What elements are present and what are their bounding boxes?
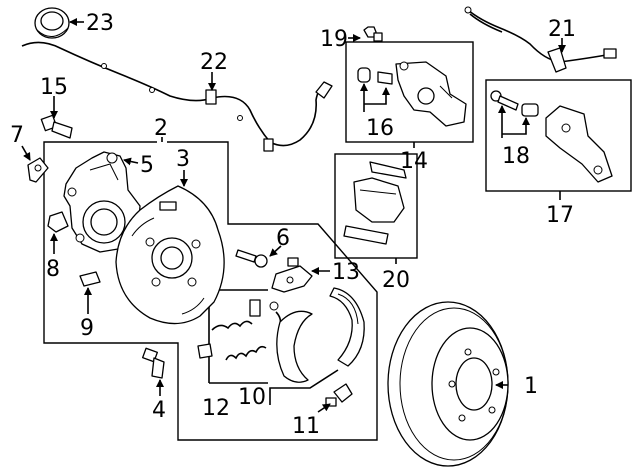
park-brake-lever-part-13 [271,257,313,293]
callout-5: 5 [140,153,154,178]
guide-pins-part-18 [490,90,539,117]
callout-14: 14 [400,149,428,174]
bolt-part-19 [363,26,383,42]
callout-1: 1 [524,374,538,399]
bolt-part-4 [142,347,165,379]
callout-18: 18 [502,144,530,169]
caliper-bracket-part-17 [545,105,613,183]
callout-19: 19 [320,27,348,52]
bleeder-part-11 [325,383,353,407]
callout-7: 7 [10,123,24,148]
bolt-part-15 [40,114,73,139]
callout-2: 2 [154,116,168,141]
leader-lines [21,18,566,413]
callout-3: 3 [176,147,190,172]
knuckle-part-5 [63,151,141,253]
callout-8: 8 [46,257,60,282]
callout-4: 4 [152,398,166,423]
callout-labels: 23 19 21 22 15 7 2 5 3 6 13 8 9 4 12 10 … [10,11,576,439]
caliper-bracket-group-box-17 [485,79,632,192]
callout-9: 9 [80,316,94,341]
callout-17: 17 [546,203,574,228]
callout-10: 10 [238,385,266,410]
callout-11: 11 [292,414,320,439]
callout-21: 21 [548,17,576,42]
caliper-pins-part-16 [357,67,393,85]
abs-sensor-harness-part-22 [21,41,333,152]
callout-12: 12 [202,396,230,421]
bracket-clip-part-7 [27,157,49,183]
brake-rotor-part-1 [387,301,509,467]
bolt-part-6 [235,249,268,268]
brake-pad-group-box-20 [334,153,418,259]
seal-ring-part-23 [34,7,70,39]
caliper-group-box-14 [345,41,474,143]
backing-plate-group-box [43,141,378,441]
abs-cable-part-21 [464,6,617,73]
hardware-springs-part-12 [197,299,282,361]
clip-part-9 [79,271,101,287]
caliper-part-14 [395,61,467,127]
callout-13: 13 [332,260,360,285]
callout-20: 20 [382,268,410,293]
adjuster-part-8 [47,211,69,233]
callout-15: 15 [40,75,68,100]
callout-23: 23 [86,11,114,36]
shoe-bracket-10 [269,369,339,405]
brake-pads-part-20 [343,161,407,245]
brake-shoes-part-10 [276,287,365,383]
callout-6: 6 [276,226,290,251]
callout-16: 16 [366,116,394,141]
backing-plate-part-3 [115,185,225,325]
callout-22: 22 [200,50,228,75]
